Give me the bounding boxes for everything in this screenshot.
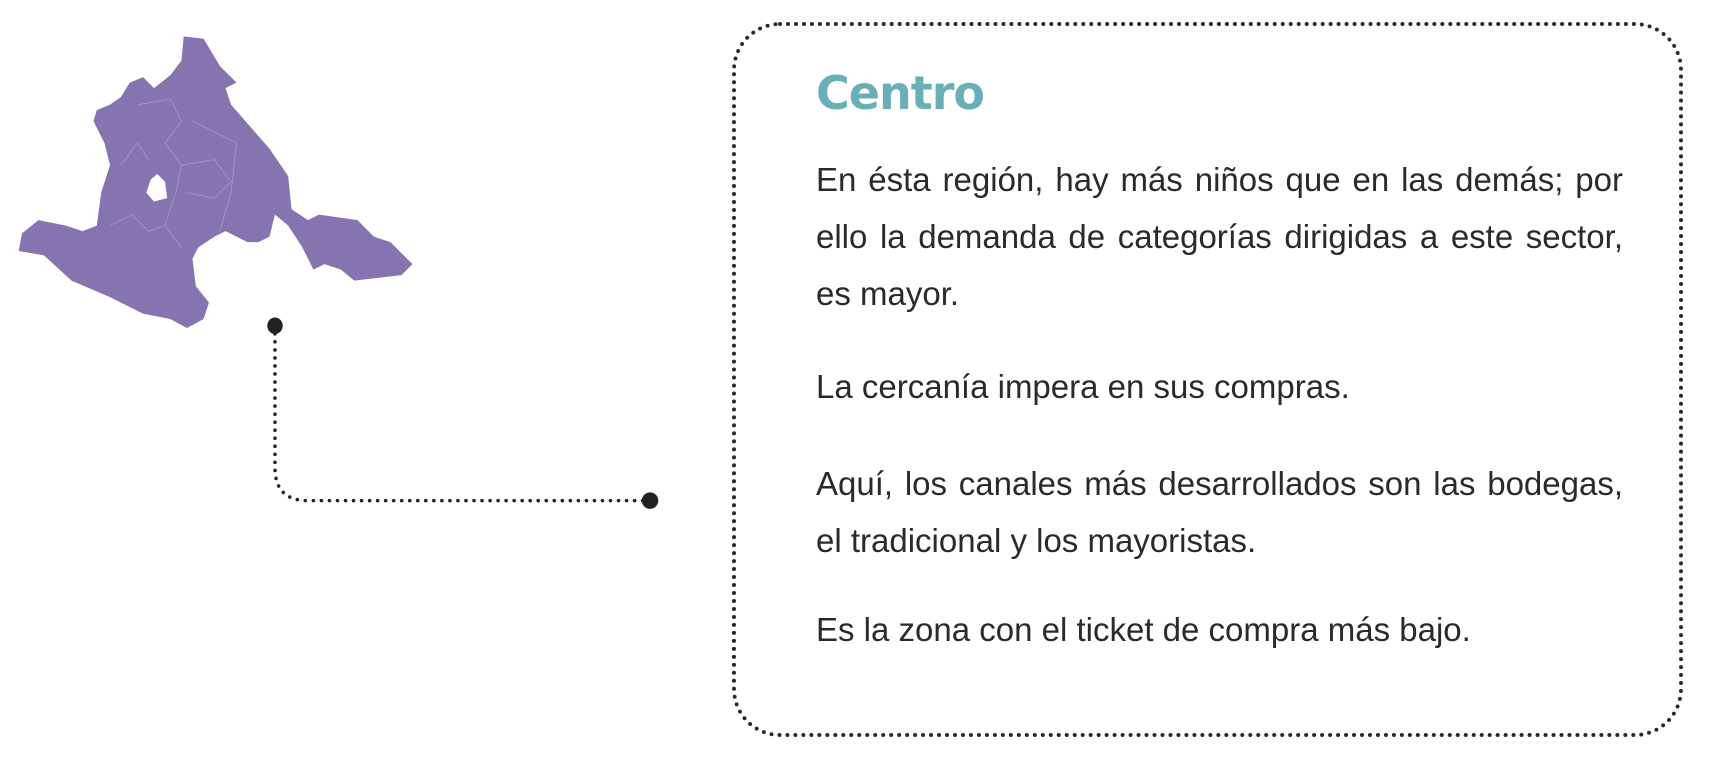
paragraph-channels: Aquí, los canales más desarrollados son … xyxy=(816,465,1623,559)
connector-line xyxy=(267,317,659,509)
region-map-centro xyxy=(18,36,413,328)
connector-dot-start xyxy=(267,317,283,335)
info-card xyxy=(732,22,1683,737)
paragraph-ticket: Es la zona con el ticket de compra más b… xyxy=(816,611,1471,648)
paragraph-children-demand: En ésta región, hay más niños que en las… xyxy=(816,161,1623,312)
paragraph-proximity: La cercanía impera en sus compras. xyxy=(816,368,1350,405)
connector-dot-end xyxy=(641,492,659,509)
region-title: Centro xyxy=(816,66,985,120)
